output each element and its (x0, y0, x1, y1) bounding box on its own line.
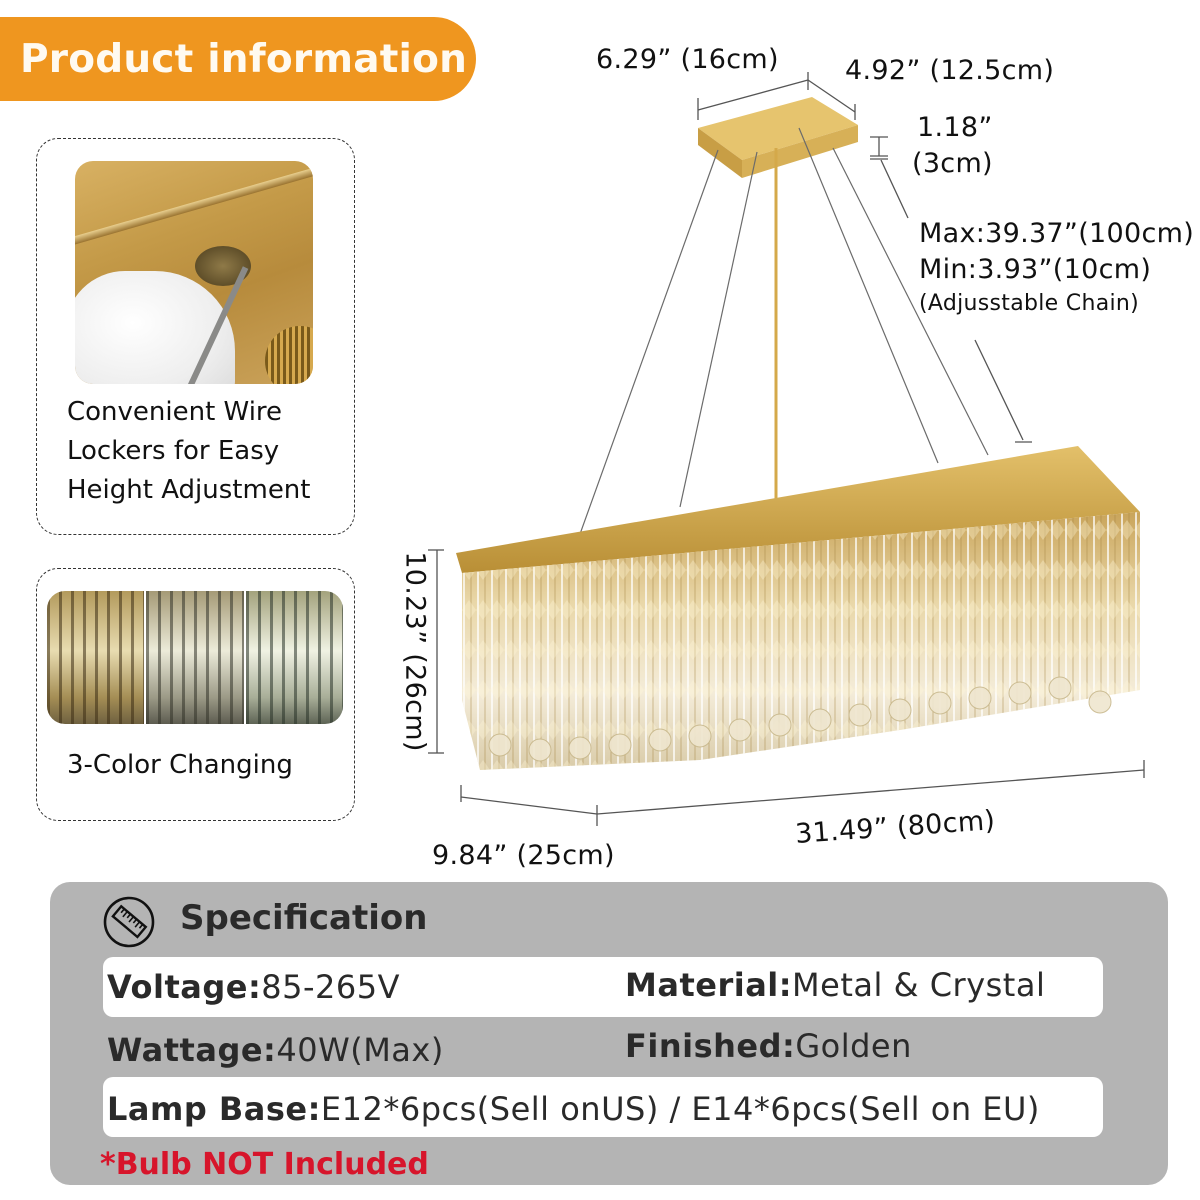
banner-title: Product information (20, 36, 468, 82)
cool-light-swatch (245, 591, 343, 724)
bulb-not-included-note: *Bulb NOT Included (100, 1147, 429, 1182)
feature-card-color-changing: 3-Color Changing (36, 568, 355, 821)
feature-caption: Convenient Wire Lockers for Easy Height … (67, 397, 311, 505)
feature-card-wire-lockers: Convenient Wire Lockers for Easy Height … (36, 138, 355, 535)
warm-light-swatch (47, 591, 145, 724)
wire-locker-photo (75, 161, 313, 384)
canopy-width-label: 4.92” (12.5cm) (845, 55, 1055, 86)
body-height-label: 10.23” (26cm) (399, 551, 431, 752)
spec-row-highlight (103, 957, 1103, 1017)
canopy-length-label: 6.29” (16cm) (596, 44, 779, 75)
chain-note-label: (Adjusstable Chain) (919, 291, 1140, 316)
neutral-light-swatch (146, 591, 244, 724)
spec-material: Material:Metal & Crystal (625, 966, 1046, 1004)
product-information-banner: Product information (0, 17, 476, 101)
specification-title: Specification (180, 898, 428, 938)
spec-wattage: Wattage:40W(Max) (107, 1031, 444, 1069)
specification-panel: Specification Voltage:85-265V Material:M… (50, 882, 1168, 1185)
spec-row-highlight (103, 1077, 1103, 1137)
spec-lamp-base: Lamp Base:E12*6pcs(Sell onUS) / E14*6pcs… (107, 1090, 1040, 1128)
chain-max-label: Max:39.37”(100cm) (919, 218, 1195, 249)
canopy-height-cm-label: (3cm) (912, 148, 993, 179)
three-color-swatches (47, 591, 343, 724)
spec-voltage: Voltage:85-265V (107, 968, 400, 1006)
canopy-height-in-label: 1.18” (917, 112, 993, 143)
feature-caption: 3-Color Changing (67, 750, 293, 780)
body-depth-label: 9.84” (25cm) (432, 840, 615, 871)
ruler-icon (103, 896, 155, 948)
chain-min-label: Min:3.93”(10cm) (919, 254, 1152, 285)
chandelier-diagram (428, 72, 1145, 826)
spec-finished: Finished:Golden (625, 1027, 912, 1065)
